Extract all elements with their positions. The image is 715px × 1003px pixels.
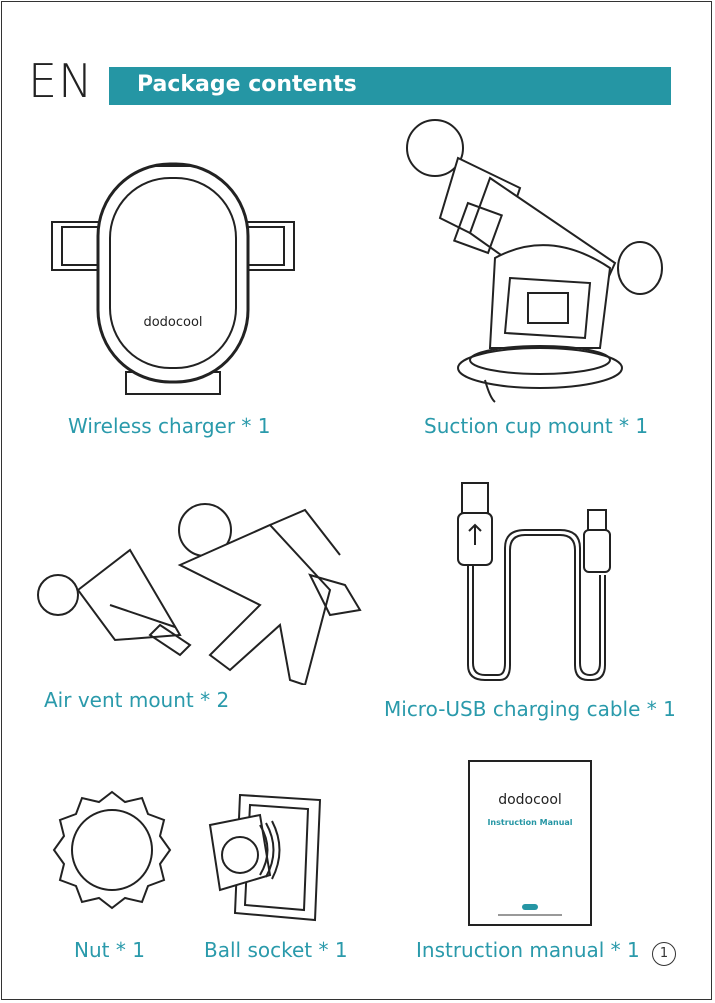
page-number: 1 [652, 942, 676, 966]
caption-air-vent-mount: Air vent mount * 2 [44, 688, 230, 712]
section-title: Package contents [137, 72, 357, 97]
manual-cover-badge [522, 904, 538, 910]
caption-ball-socket: Ball socket * 1 [204, 938, 348, 962]
manual-cover-brand: dodocool [498, 792, 562, 808]
suction-cup-mount-illustration [406, 119, 663, 403]
air-vent-mount-illustration [37, 503, 362, 685]
ball-socket-illustration [208, 793, 322, 922]
caption-nut: Nut * 1 [74, 938, 145, 962]
caption-micro-usb-cable: Micro-USB charging cable * 1 [384, 697, 676, 721]
wireless-charger-illustration: dodocool [51, 162, 295, 395]
language-code: EN [28, 54, 94, 108]
manual-cover-title: Instruction Manual [487, 818, 573, 827]
nut-illustration [52, 790, 172, 910]
section-title-bar: Package contents [109, 67, 671, 105]
caption-wireless-charger: Wireless charger * 1 [68, 414, 271, 438]
instruction-manual-illustration: dodocool Instruction Manual [468, 760, 592, 926]
caption-instruction-manual: Instruction manual * 1 [416, 938, 640, 962]
caption-suction-cup-mount: Suction cup mount * 1 [424, 414, 649, 438]
charger-brand-label: dodocool [143, 315, 202, 330]
micro-usb-cable-illustration [457, 482, 611, 681]
manual-cover-line [498, 914, 562, 916]
